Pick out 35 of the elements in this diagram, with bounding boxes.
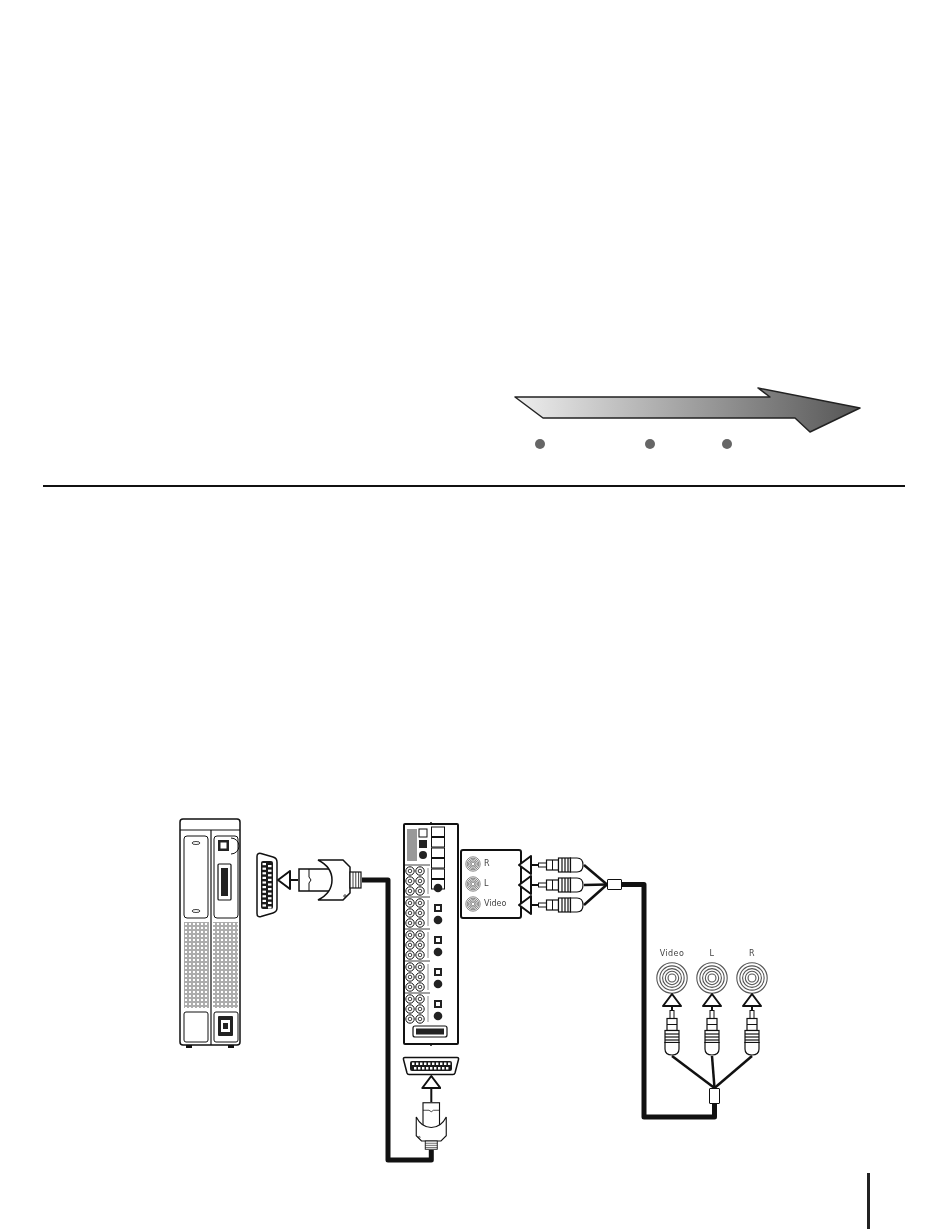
connector-socket: [402, 1056, 460, 1076]
cable: [710, 1055, 716, 1089]
arrow: [277, 870, 299, 890]
connector-socket: [256, 852, 278, 918]
jack-label: R: [749, 949, 755, 959]
rca-plug: [538, 897, 584, 913]
cable-splitter: [709, 1088, 720, 1104]
rca-plug: [538, 877, 584, 893]
cable: [583, 883, 608, 906]
rca-plug: [538, 857, 584, 873]
rca-plug: [704, 1010, 720, 1056]
cable: [622, 882, 717, 1120]
jack-label: L: [709, 949, 715, 959]
jack-panel: [460, 849, 522, 919]
cable: [583, 864, 608, 886]
cable: [362, 877, 434, 1163]
av-plug: [298, 857, 362, 903]
cable: [583, 883, 608, 887]
cable: [713, 1055, 753, 1089]
av-plug: [414, 1102, 449, 1150]
arrow: [742, 993, 762, 1011]
cable: [671, 1055, 716, 1089]
jack-label: L: [484, 879, 489, 889]
cable-splitter: [607, 879, 622, 890]
arrow: [702, 993, 722, 1011]
jack-label: Video: [484, 899, 507, 909]
arrow: [662, 993, 682, 1011]
arrow: [421, 1075, 442, 1103]
jack-label: Video: [659, 949, 685, 959]
jack-label: R: [484, 859, 490, 869]
rca-plug: [744, 1010, 760, 1056]
rca-plug: [664, 1010, 680, 1056]
arrow: [518, 895, 539, 915]
arrow: [518, 875, 539, 895]
arrow: [518, 855, 539, 875]
